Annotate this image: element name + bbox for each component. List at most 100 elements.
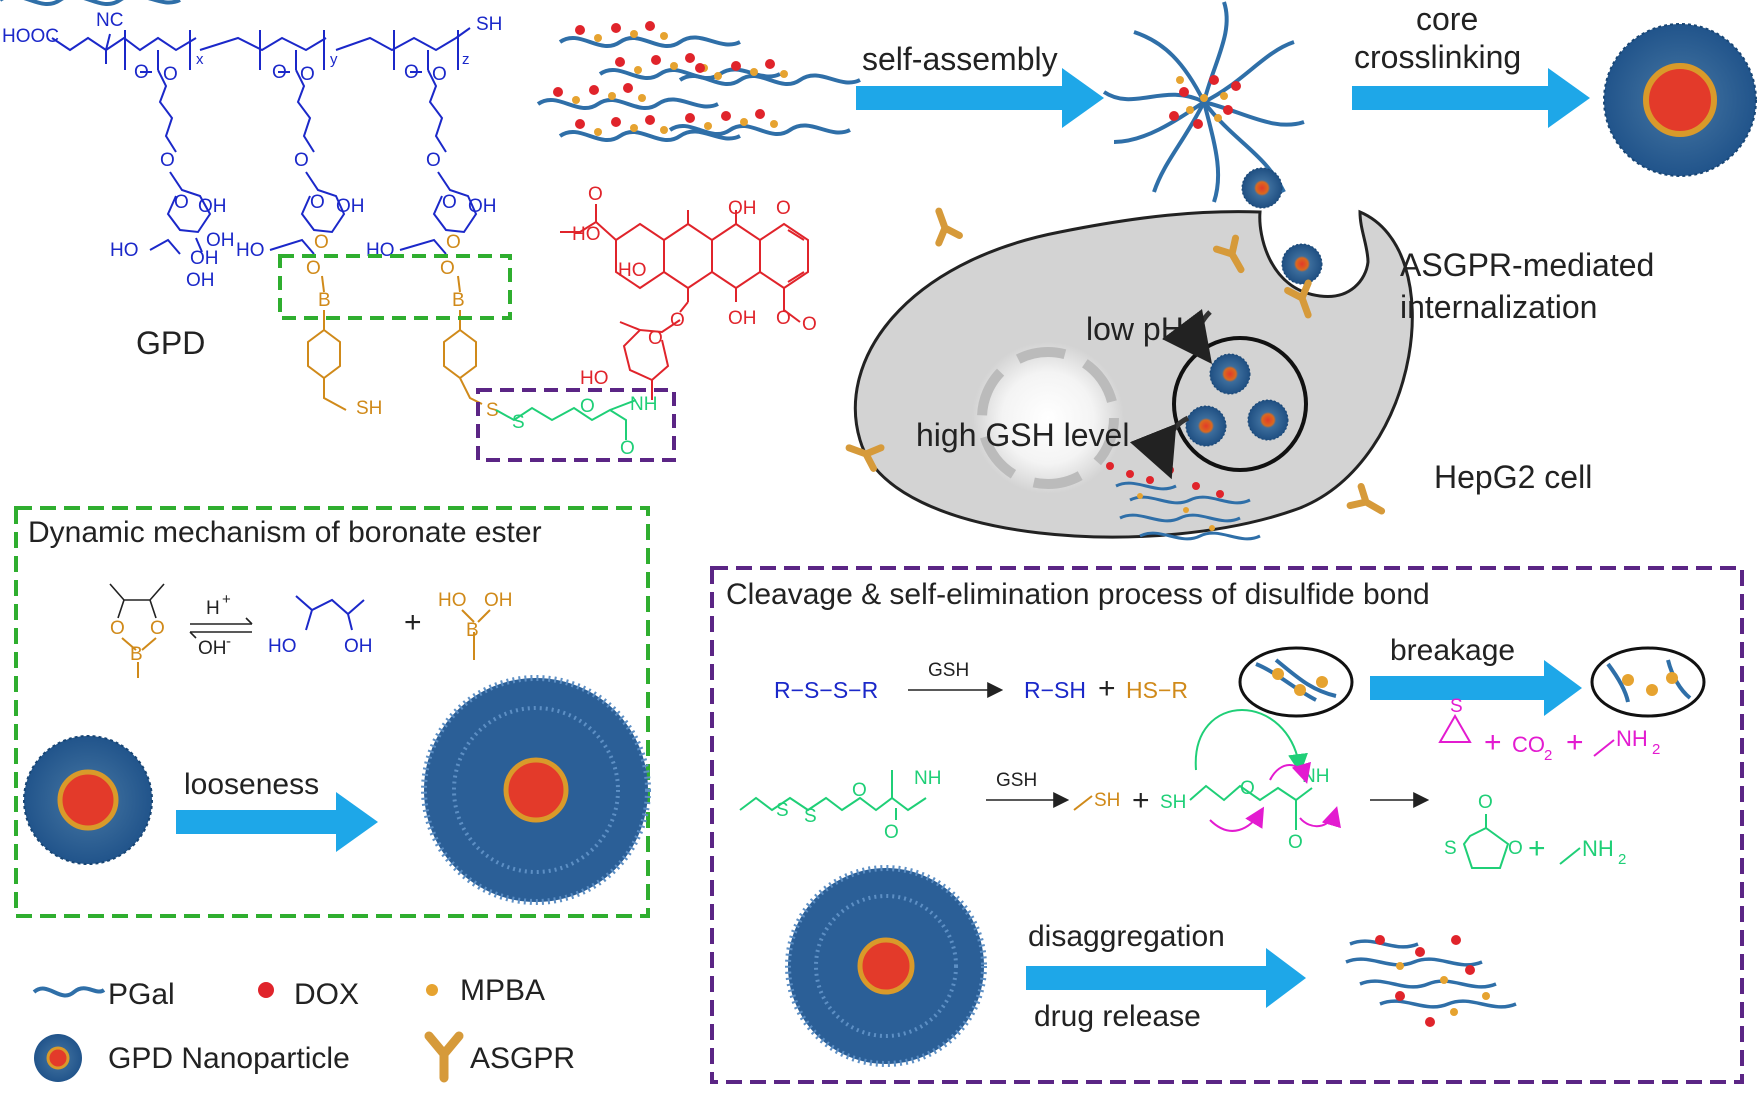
polymer-chains-cluster <box>0 0 862 143</box>
svg-text:O: O <box>446 232 461 253</box>
looseness-arrow <box>176 792 378 852</box>
svg-text:OH: OH <box>336 196 365 217</box>
svg-text:O: O <box>294 150 309 171</box>
nanoparticle-icon <box>34 1034 82 1082</box>
svg-text:SH: SH <box>1160 792 1186 813</box>
boronate-panel-border <box>14 506 650 918</box>
svg-text:OH: OH <box>468 196 497 217</box>
looseness-label: looseness <box>184 768 319 801</box>
sh-top-label: SH <box>476 14 502 35</box>
svg-text:OH: OH <box>484 590 513 611</box>
svg-text:O: O <box>306 258 321 279</box>
svg-text:O: O <box>440 258 455 279</box>
intact-crosslink-ellipse <box>1238 646 1354 718</box>
svg-text:OH: OH <box>190 248 219 269</box>
svg-text:O: O <box>432 64 447 85</box>
breakage-arrow <box>1370 660 1582 716</box>
crosslinking-arrow <box>1352 68 1590 128</box>
high-gsh-label: high GSH level <box>916 417 1129 453</box>
rsh-label: R−SH <box>1024 677 1086 703</box>
svg-text:O: O <box>272 62 287 83</box>
svg-text:S: S <box>1450 696 1463 717</box>
svg-text:O: O <box>802 314 817 335</box>
boronate-panel-title: Dynamic mechanism of boronate ester <box>28 516 542 549</box>
svg-text:HO: HO <box>580 368 609 389</box>
svg-text:O: O <box>776 308 791 329</box>
svg-text:O: O <box>314 232 329 253</box>
svg-text:+: + <box>1098 672 1116 705</box>
svg-text:O: O <box>442 192 457 213</box>
co2-label: CO <box>1512 732 1545 757</box>
svg-text:HO: HO <box>618 260 647 281</box>
asgpr-receptor-icon <box>424 1031 464 1083</box>
svg-text:O: O <box>134 62 149 83</box>
nucleus-glow <box>972 342 1124 494</box>
svg-text:O: O <box>776 198 791 219</box>
boronate-mechanism-panel: Dynamic mechanism of boronate ester O O … <box>14 506 651 918</box>
svg-text:OH: OH <box>728 198 757 219</box>
svg-text:O: O <box>1288 832 1303 853</box>
gpd-structure: HOOC NC x y z SH O O O O OH OH HO OH OH … <box>2 10 817 462</box>
svg-text:2: 2 <box>1544 747 1552 764</box>
svg-text:S: S <box>776 800 789 821</box>
svg-text:O: O <box>1478 792 1493 813</box>
svg-text:+: + <box>404 606 422 639</box>
svg-text:O: O <box>884 822 899 843</box>
svg-text:O: O <box>1240 778 1255 799</box>
micelle <box>1102 1 1305 203</box>
legend-pgal: PGal <box>108 978 175 1011</box>
svg-text:SH: SH <box>1094 790 1120 811</box>
nucleus-dashed-ring <box>977 347 1119 489</box>
svg-text:O: O <box>580 396 595 417</box>
svg-text:+: + <box>1484 726 1502 759</box>
svg-text:HO: HO <box>268 636 297 657</box>
svg-text:GSH: GSH <box>996 770 1037 791</box>
svg-text:HO: HO <box>572 224 601 245</box>
svg-text:B: B <box>466 620 479 641</box>
svg-text:+: + <box>1132 784 1150 817</box>
released-chains <box>1115 481 1261 541</box>
nh2-amine-label: NH <box>1582 836 1614 861</box>
svg-text:OH: OH <box>186 270 215 291</box>
svg-text:NH: NH <box>1302 766 1329 787</box>
top-flow: self-assembly <box>0 0 1757 203</box>
asgpr-internalization-line1: ASGPR-mediated <box>1400 247 1654 283</box>
svg-text:O: O <box>670 310 685 331</box>
svg-text:O: O <box>620 438 635 459</box>
legend-dox: DOX <box>294 978 359 1011</box>
drug-release-label: drug release <box>1034 1000 1201 1033</box>
rssr-label: R−S−S−R <box>774 677 878 703</box>
core-label: core <box>1416 1 1478 37</box>
svg-text:B: B <box>318 290 331 311</box>
svg-text:OH: OH <box>198 638 227 659</box>
breakage-label: breakage <box>1390 634 1515 667</box>
svg-text:-: - <box>226 633 231 650</box>
asgpr-internalization-line2: internalization <box>1400 289 1597 325</box>
svg-text:H: H <box>206 598 220 619</box>
disulfide-highlight-box <box>476 388 676 462</box>
svg-text:O: O <box>110 618 125 639</box>
svg-text:OH: OH <box>344 636 373 657</box>
disaggregation-arrow <box>1026 948 1306 1008</box>
svg-text:O: O <box>426 150 441 171</box>
svg-text:+: + <box>222 591 231 608</box>
low-ph-label: low pH <box>1086 311 1184 347</box>
gpd-label: GPD <box>136 325 205 361</box>
dox-molecule: OH O OH O O HO HO O O O HO <box>560 184 817 400</box>
boronate-highlight-box <box>278 254 512 320</box>
self-assembly-label: self-assembly <box>862 41 1058 77</box>
dox-dot-icon <box>258 982 274 998</box>
crosslinking-label: crosslinking <box>1354 39 1521 75</box>
svg-text:S: S <box>1444 838 1457 859</box>
svg-text:+: + <box>1528 832 1546 865</box>
hepg2-cell-label: HepG2 cell <box>1434 459 1592 495</box>
svg-text:y: y <box>330 51 338 68</box>
legend-mpba: MPBA <box>460 974 545 1007</box>
svg-text:O: O <box>160 150 175 171</box>
svg-text:O: O <box>648 328 663 349</box>
svg-text:OH: OH <box>206 230 235 251</box>
svg-text:S: S <box>804 806 817 827</box>
self-assembly-arrow <box>856 68 1104 128</box>
